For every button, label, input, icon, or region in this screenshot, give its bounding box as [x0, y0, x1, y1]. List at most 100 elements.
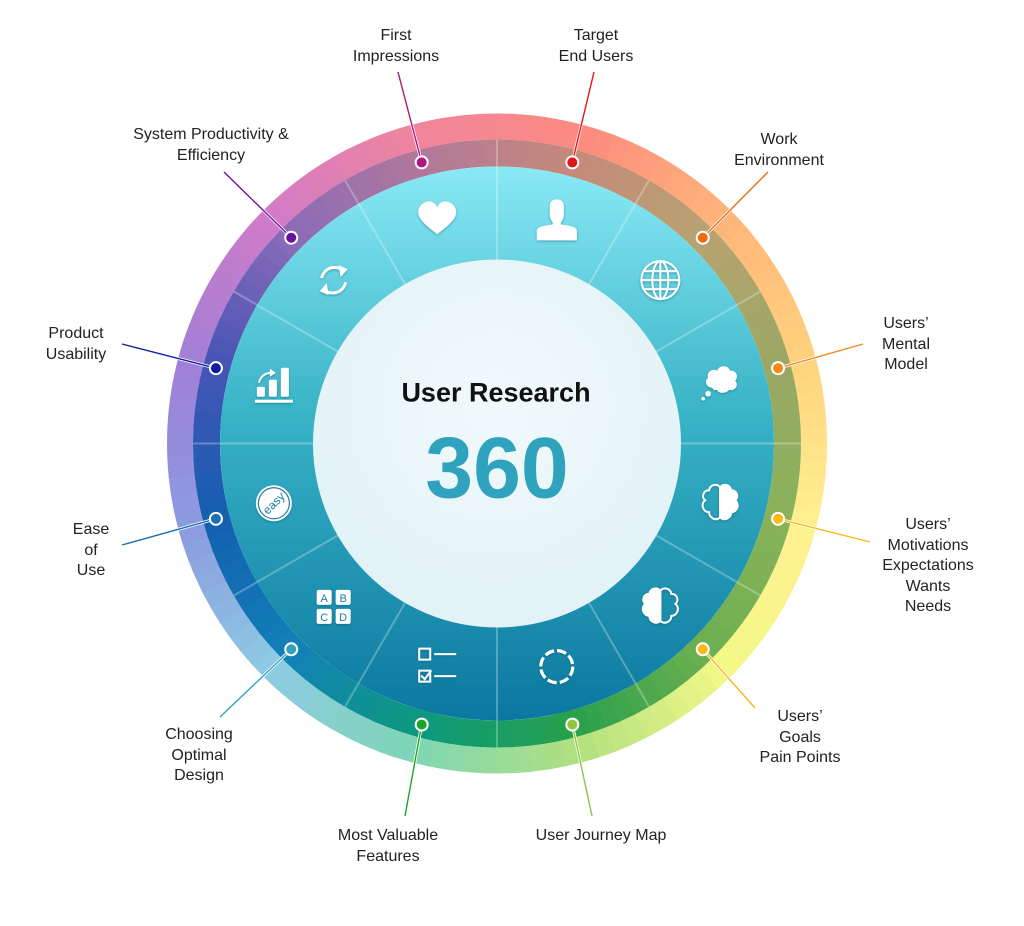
outer-ring-slice [544, 117, 568, 147]
inner-ring-slice [634, 675, 663, 708]
label-line: Features [356, 847, 420, 865]
inner-ring-slice [702, 240, 735, 271]
outer-ring-slice [276, 185, 307, 218]
inner-ring-slice [596, 159, 623, 192]
inner-ring-slice [282, 216, 313, 248]
leader-line [219, 648, 292, 718]
inner-ring-slice [750, 319, 782, 346]
outer-ring-slice [799, 459, 827, 480]
outer-ring-slice [794, 491, 823, 514]
outer-ring-slice [760, 278, 792, 307]
outer-ring-slice [635, 149, 664, 182]
inner-ring-slice [251, 250, 283, 281]
inner-ring-slice [225, 567, 258, 596]
outer-ring-slice [511, 745, 532, 774]
inner-ring-slice [449, 141, 470, 170]
outer-ring-slice [662, 166, 693, 199]
outer-ring-slice [239, 633, 272, 665]
outer-ring-slice [171, 373, 200, 396]
outer-ring-slice [751, 595, 783, 625]
label-line: User Journey Map [535, 827, 667, 844]
outer-ring-slice [710, 646, 743, 679]
leader-line [121, 518, 217, 546]
inner-ring-slice [647, 188, 677, 221]
option-box [316, 608, 332, 624]
label-line: Optimal [171, 746, 227, 764]
inner-ring-slice [260, 238, 293, 270]
outer-ring-slice [188, 307, 220, 335]
inner-ring-slice [212, 541, 244, 568]
inner-ring-slice [194, 471, 224, 492]
label-system-productivity: System Productivity &Efficiency [133, 125, 289, 166]
outer-ring-slice [675, 176, 707, 209]
outer-ring-slice [167, 424, 194, 444]
inner-ring-slice [582, 154, 608, 186]
outer-ring-slice [332, 148, 361, 181]
inner-ring-slice [433, 142, 456, 173]
outer-ring-slice [274, 668, 306, 700]
inner-ring-slice [658, 658, 689, 691]
label-line: Model [884, 356, 928, 373]
segment-divider [233, 533, 340, 597]
outer-ring-slice [211, 262, 243, 292]
inner-ring-slice [538, 714, 561, 745]
outer-ring-slice [711, 210, 744, 242]
inner-ring-slice [193, 426, 221, 444]
leader-line [121, 343, 217, 369]
segment-divider [654, 533, 761, 597]
option-letter: C [320, 612, 328, 624]
outer-ring-slice [800, 426, 827, 446]
brain-right-icon [701, 483, 739, 521]
outer-ring-slice [330, 705, 359, 738]
outer-ring-slice [699, 658, 731, 690]
outer-ring-slice [303, 165, 333, 198]
outer-ring-slice [240, 221, 273, 253]
segment-dot [208, 511, 223, 526]
inner-ring-slice [194, 394, 224, 415]
label-line: Environment [734, 151, 824, 169]
outer-ring-slice [262, 657, 294, 689]
inner-ring-slice [495, 720, 513, 748]
inner-ring-slice [497, 139, 515, 167]
outer-ring-slice [797, 475, 826, 497]
label-line: End Users [558, 47, 634, 65]
outer-ring-slice [742, 609, 774, 639]
inner-ring-slice [193, 441, 221, 460]
inner-ring-slice [524, 717, 545, 746]
outer-ring-slice [250, 645, 283, 677]
outer-ring-slice [289, 175, 320, 208]
label-line: System Productivity & [133, 126, 289, 143]
inner-ring-slice [196, 485, 227, 507]
segment-dot [284, 642, 299, 657]
inner-ring-slice [293, 206, 324, 238]
segment-dot [284, 230, 299, 245]
inner-ring-slice [371, 695, 398, 728]
inner-ring-slice [463, 718, 483, 748]
inner-ring-slice [729, 277, 762, 307]
inner-ring-slice [767, 380, 798, 402]
outer-ring-slice [479, 113, 499, 140]
inner-ring-slice [250, 605, 282, 635]
inner-ring-slice [743, 556, 775, 583]
inner-ring-slice [609, 165, 637, 198]
outer-ring-slice [605, 135, 633, 167]
outer-ring-slice [210, 594, 243, 624]
leader-line [702, 648, 756, 709]
outer-ring-slice [528, 115, 551, 144]
outer-ring-slice [767, 567, 799, 595]
outer-ring-slice [733, 235, 765, 267]
outer-ring-slice [445, 115, 467, 144]
outer-ring-slice [797, 391, 826, 414]
segment-dot [771, 361, 786, 376]
segment-dot [565, 155, 580, 170]
inner-ring-slice [646, 667, 676, 700]
outer-ring-slice [167, 407, 195, 428]
outer-ring-slice [742, 249, 775, 280]
outer-ring-slice [443, 743, 466, 772]
